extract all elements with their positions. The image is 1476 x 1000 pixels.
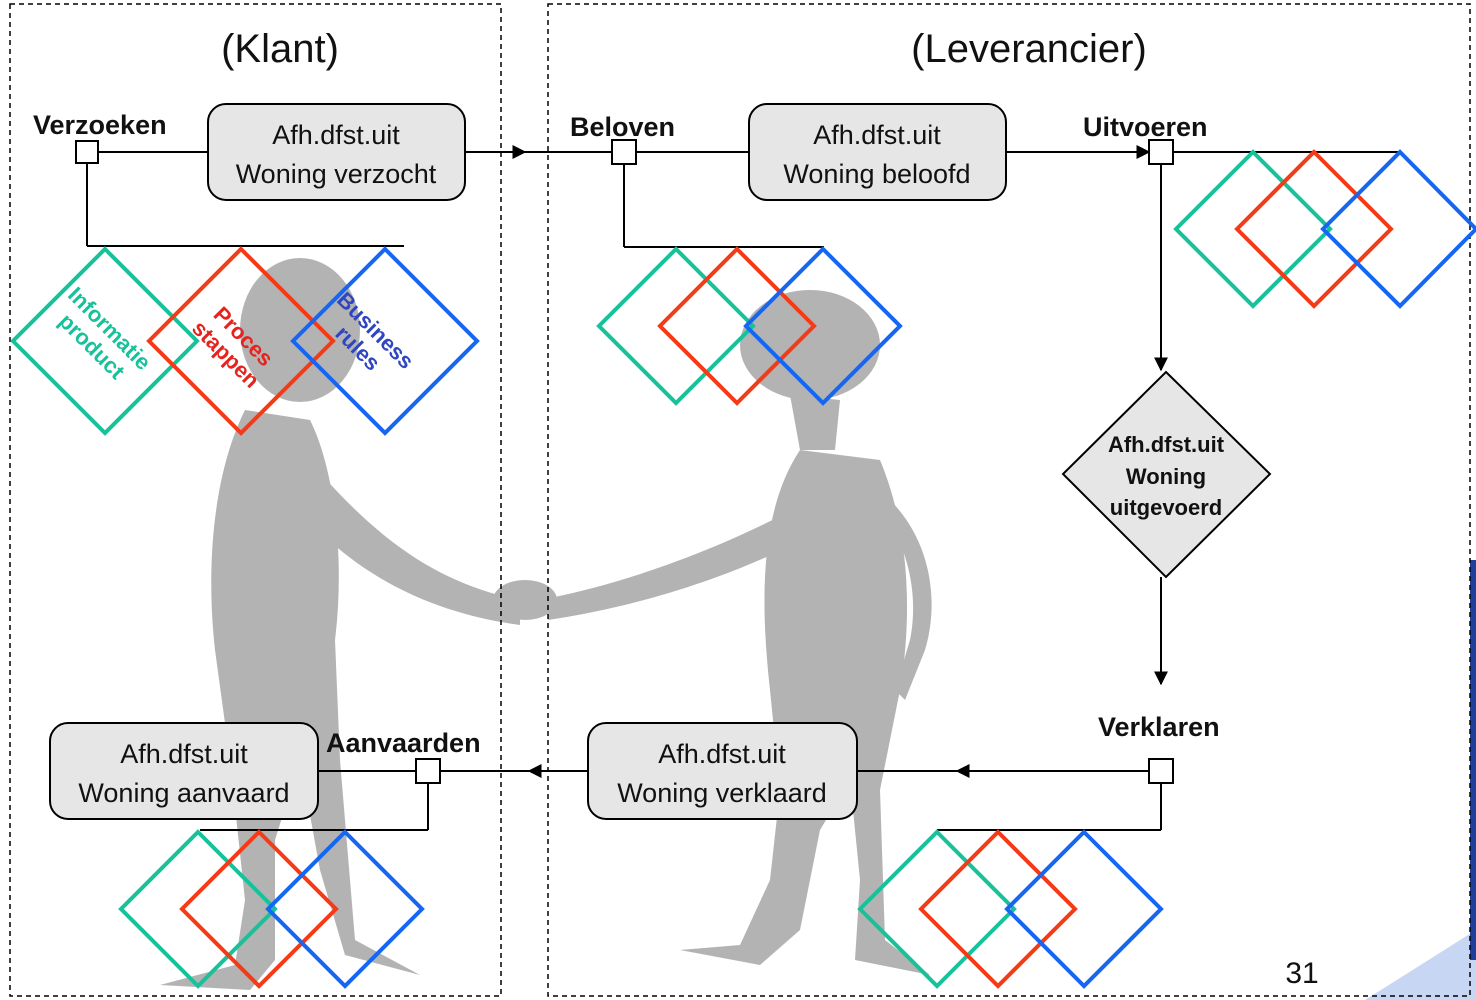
corner-edge-decoration <box>1470 560 1476 960</box>
step-label-beloven: Beloven <box>570 112 675 142</box>
box-woning-beloofd <box>748 103 1007 201</box>
step-aanvaarden: Aanvaarden Afh.dfst.uit Woning aanvaard <box>49 722 529 989</box>
box-aanvaard-line1: Afh.dfst.uit <box>120 739 248 769</box>
step-uitvoeren: Uitvoeren Afh.dfst.uit Woning uitgevoerd <box>1061 112 1476 686</box>
box-verklaard-line2: Woning verklaard <box>617 778 827 808</box>
box-woning-aanvaard <box>49 722 319 820</box>
legend-diamonds: Informatie product Proces stappen Busine… <box>10 246 480 436</box>
connector-uitvoeren <box>1148 139 1174 165</box>
box-beloofd-line2: Woning beloofd <box>783 159 970 189</box>
diamond-uitgevoerd-line2: Woning <box>1126 464 1206 489</box>
connector-verklaren <box>1148 758 1174 784</box>
box-verzocht-line2: Woning verzocht <box>236 159 437 189</box>
corner-band-decoration <box>1365 930 1476 1000</box>
connector-aanvaarden <box>415 758 441 784</box>
diamond-uitvoeren-blue <box>1320 149 1476 309</box>
box-verzocht-line1: Afh.dfst.uit <box>272 120 400 150</box>
diamond-uitvoeren-red <box>1234 149 1394 309</box>
step-label-verzoeken: Verzoeken <box>33 110 167 140</box>
step-verklaren: Verklaren Afh.dfst.uit Woning verklaard <box>527 712 1220 989</box>
box-beloofd-line1: Afh.dfst.uit <box>813 120 941 150</box>
legend-diamond-informatie <box>10 246 200 436</box>
diamond-verklaren-red <box>918 829 1078 989</box>
diamond-uitgevoerd-line3: uitgevoerd <box>1110 495 1222 520</box>
diamond-beloven-green <box>596 246 756 406</box>
box-woning-verzocht <box>207 103 466 201</box>
step-verzoeken: Verzoeken Afh.dfst.uit Woning verzocht <box>33 103 527 247</box>
diamond-aanvaarden-green <box>118 829 278 989</box>
handshake-figures <box>160 258 932 990</box>
legend-diamond-business <box>290 246 480 436</box>
diamond-beloven-red <box>657 246 817 406</box>
step-label-verklaren: Verklaren <box>1098 712 1220 742</box>
connector-beloven <box>611 139 637 165</box>
lane-leverancier-border <box>547 3 1471 997</box>
diamond-woning-uitgevoerd <box>1061 370 1272 579</box>
lane-klant-border <box>9 3 502 997</box>
diamond-uitgevoerd-line1: Afh.dfst.uit <box>1108 432 1225 457</box>
diamond-uitvoeren-green <box>1173 149 1333 309</box>
legend-diamond-proces <box>146 246 336 436</box>
diamond-aanvaarden-blue <box>265 829 425 989</box>
page-number: 31 <box>1285 957 1318 990</box>
step-label-uitvoeren: Uitvoeren <box>1083 112 1208 142</box>
step-beloven: Beloven Afh.dfst.uit Woning beloofd <box>520 103 1151 406</box>
box-aanvaard-line2: Woning aanvaard <box>78 778 289 808</box>
lane-title-leverancier: (Leverancier) <box>911 27 1147 71</box>
box-verklaard-line1: Afh.dfst.uit <box>658 739 786 769</box>
connector-verzoeken <box>75 140 99 164</box>
diamond-verklaren-green <box>857 829 1017 989</box>
lane-title-klant: (Klant) <box>221 27 339 71</box>
step-label-aanvaarden: Aanvaarden <box>326 728 481 758</box>
diamond-beloven-blue <box>743 246 903 406</box>
diamond-verklaren-blue <box>1004 829 1164 989</box>
diamond-aanvaarden-red <box>179 829 339 989</box>
